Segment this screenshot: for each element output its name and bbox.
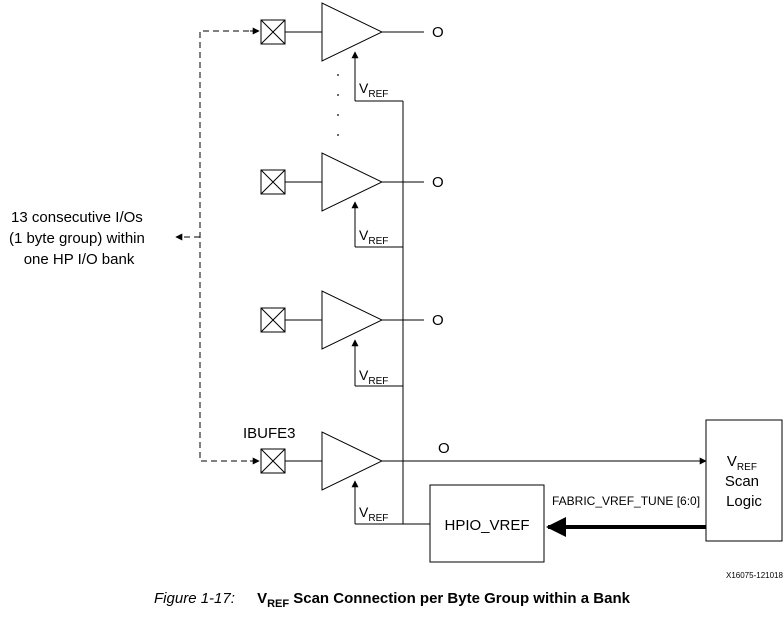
buffer-triangle-icon	[321, 152, 384, 212]
figure-title: VREF Scan Connection per Byte Group with…	[257, 590, 630, 610]
output-label: O	[432, 174, 444, 191]
figure-id: X16075-121018	[726, 571, 783, 580]
buffer-triangle-icon	[321, 431, 384, 491]
io-group-label: 13 consecutive I/Os (1 byte group) withi…	[9, 209, 149, 268]
vref-scan-logic-block	[705, 419, 783, 542]
hpio-vref-block	[429, 484, 545, 563]
output-label: O	[432, 24, 444, 41]
vref-label: VREF	[359, 367, 388, 387]
vref-label: VREF	[359, 227, 388, 247]
input-buffer-stage: O VREF	[260, 2, 444, 102]
input-buffer-stage: O VREF	[260, 152, 444, 248]
input-buffer-stage: O VREF	[260, 290, 444, 387]
buffer-triangle-icon	[321, 290, 384, 350]
hpio-vref-label: HPIO_VREF	[444, 517, 529, 534]
scan-logic-label: VREF Scan Logic	[725, 453, 763, 510]
ibufe3-label: IBUFE3	[243, 425, 296, 442]
output-label: O	[438, 440, 450, 457]
vref-label: VREF	[359, 80, 388, 100]
figure-number: Figure 1-17:	[154, 590, 235, 607]
figure-caption: Figure 1-17: VREF Scan Connection per By…	[0, 590, 784, 610]
ibufe3-stage: IBUFE3 O VREF	[243, 425, 707, 525]
bus-label: FABRIC_VREF_TUNE [6:0]	[552, 494, 700, 508]
ellipsis-dots	[337, 74, 339, 136]
vref-label: VREF	[359, 504, 388, 524]
io-group-bracket	[175, 27, 260, 465]
buffer-triangle-icon	[321, 2, 384, 62]
output-label: O	[432, 312, 444, 329]
